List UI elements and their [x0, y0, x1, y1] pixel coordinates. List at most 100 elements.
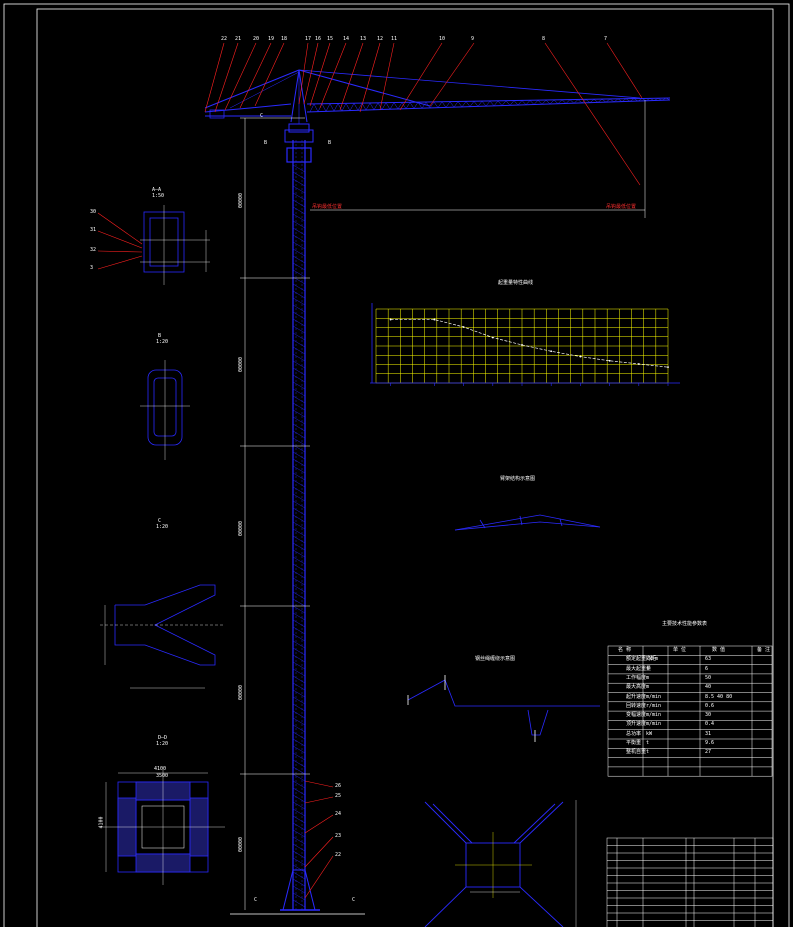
- chart-point: [579, 355, 582, 358]
- inner-frame: [36, 8, 774, 927]
- params-cell-name: 最大高度: [626, 684, 647, 691]
- params-cell-value: 50: [705, 674, 712, 681]
- params-cell-value: 31: [705, 730, 712, 737]
- mast-height-label: 00000: [238, 684, 245, 701]
- chart-point: [491, 336, 494, 339]
- params-cell-name: 工作幅度: [626, 674, 647, 681]
- callout-top-10: 10: [439, 36, 446, 42]
- callout-mast-23: 23: [335, 833, 342, 839]
- section-scale-1: 1:50: [152, 193, 165, 199]
- callout-left-3: 3: [90, 265, 94, 271]
- params-cell-value: 0.6: [705, 702, 715, 709]
- section-marker-c-left: C: [260, 113, 264, 119]
- params-cell-unit: m/min: [646, 721, 662, 728]
- chart-point: [433, 318, 436, 321]
- params-cell-value: 30: [705, 712, 712, 719]
- params-cell-name: 变幅速度: [626, 712, 647, 719]
- detail-view-top: [140, 205, 210, 285]
- params-table-grid: [607, 645, 773, 777]
- plan-dim-top: 4100: [154, 766, 167, 772]
- params-cell-value: 8.5 40 80: [705, 693, 733, 700]
- jib-sketch: [454, 514, 601, 531]
- mast-lattice: [292, 164, 306, 908]
- params-cell-name: 额定起重力矩: [626, 656, 657, 663]
- mast-dimension-chain: [240, 117, 310, 910]
- callout-top-13: 13: [360, 36, 367, 42]
- chart-point: [637, 363, 640, 365]
- params-header-cell: 名 称: [618, 647, 632, 653]
- params-cell-unit: m/min: [646, 712, 662, 719]
- mast-height-label: 00000: [238, 520, 245, 537]
- params-cell-name: 平衡重: [626, 740, 642, 746]
- params-cell-unit: r/min: [646, 702, 662, 709]
- params-header-cell: 备 注: [757, 647, 771, 653]
- params-cell-unit: m/min: [646, 693, 662, 700]
- params-cell-name: 起升速度: [626, 693, 647, 700]
- params-cell-unit: kN·m: [646, 656, 659, 663]
- params-table-title: 主要技术性能参数表: [662, 621, 708, 627]
- chart-point: [521, 344, 523, 346]
- params-cell-unit: t: [646, 740, 650, 746]
- callout-left-30: 30: [90, 209, 97, 215]
- rope-schematic: [407, 675, 600, 742]
- callout-left-32: 32: [90, 247, 97, 253]
- params-cell-value: 9.6: [705, 740, 715, 746]
- chart-point: [608, 359, 611, 362]
- mast-height-label: 00000: [238, 356, 245, 373]
- callout-top-14: 14: [343, 36, 350, 42]
- section-label-d-title: D—D: [158, 735, 168, 741]
- callout-top-19: 19: [268, 36, 275, 42]
- section-label-c-title: C: [158, 518, 162, 524]
- params-cell-unit: kW: [646, 730, 653, 737]
- callout-top-15: 15: [327, 36, 334, 42]
- hook-label-left: 吊钩最低位置: [312, 203, 342, 210]
- callout-top-11: 11: [391, 36, 398, 42]
- callout-mast-22: 22: [335, 852, 342, 858]
- chart-point: [389, 318, 392, 321]
- plan-dim-side: 4100: [98, 816, 105, 829]
- params-cell-value: 63: [705, 656, 712, 663]
- jib-lattice: [309, 97, 671, 113]
- params-cell-value: 0.4: [705, 721, 715, 728]
- params-cell-value: 27: [705, 749, 712, 756]
- chart-series-line: [390, 319, 669, 368]
- section-marker-c-base-right: C: [352, 897, 356, 903]
- section-scale-4: 1:20: [156, 741, 169, 747]
- detail-view-base-plan: [100, 770, 225, 885]
- hook-label-right: 吊钩最低位置: [606, 203, 636, 210]
- callout-top-21: 21: [235, 36, 242, 42]
- section-scale-2: 1:20: [156, 339, 169, 345]
- params-cell-unit: t: [646, 665, 650, 672]
- mast-height-label: 00000: [238, 836, 245, 853]
- callout-top-12: 12: [377, 36, 384, 42]
- params-cell-name: 回转速度: [626, 702, 647, 709]
- load-chart: [370, 303, 680, 386]
- params-cell-name: 顶升速度: [626, 721, 647, 728]
- callout-top-8: 8: [542, 36, 546, 42]
- params-header-cell: 单 位: [673, 647, 687, 653]
- callout-top-9: 9: [471, 36, 475, 42]
- hoist-rope: [310, 100, 646, 218]
- callout-top-20: 20: [253, 36, 260, 42]
- callout-top-22: 22: [221, 36, 228, 42]
- section-label-b-title: B: [158, 333, 162, 339]
- chart-title: 起重量特性曲线: [498, 280, 534, 286]
- params-header-cell: 数 值: [712, 647, 726, 653]
- params-cell-unit: m: [646, 684, 650, 691]
- tower-crane-elevation: [204, 69, 671, 915]
- detail-view-pin: [140, 360, 190, 460]
- chart-point: [667, 366, 669, 369]
- callout-left-31: 31: [90, 227, 97, 233]
- params-cell-value: 6: [705, 665, 709, 672]
- params-cell-name: 最大起重量: [626, 665, 652, 672]
- callout-top-18: 18: [281, 36, 288, 42]
- section-marker-c-base-left: C: [254, 897, 258, 903]
- section-label-a-title: A—A: [152, 187, 162, 193]
- outer-frame: [3, 3, 790, 927]
- callout-top-16: 16: [315, 36, 322, 42]
- section-marker-b-right: B: [328, 140, 332, 146]
- jib-sketch-title: 臂架结构示意图: [500, 476, 536, 482]
- callout-mast-26: 26: [335, 783, 342, 789]
- foundation-plan: [424, 800, 577, 927]
